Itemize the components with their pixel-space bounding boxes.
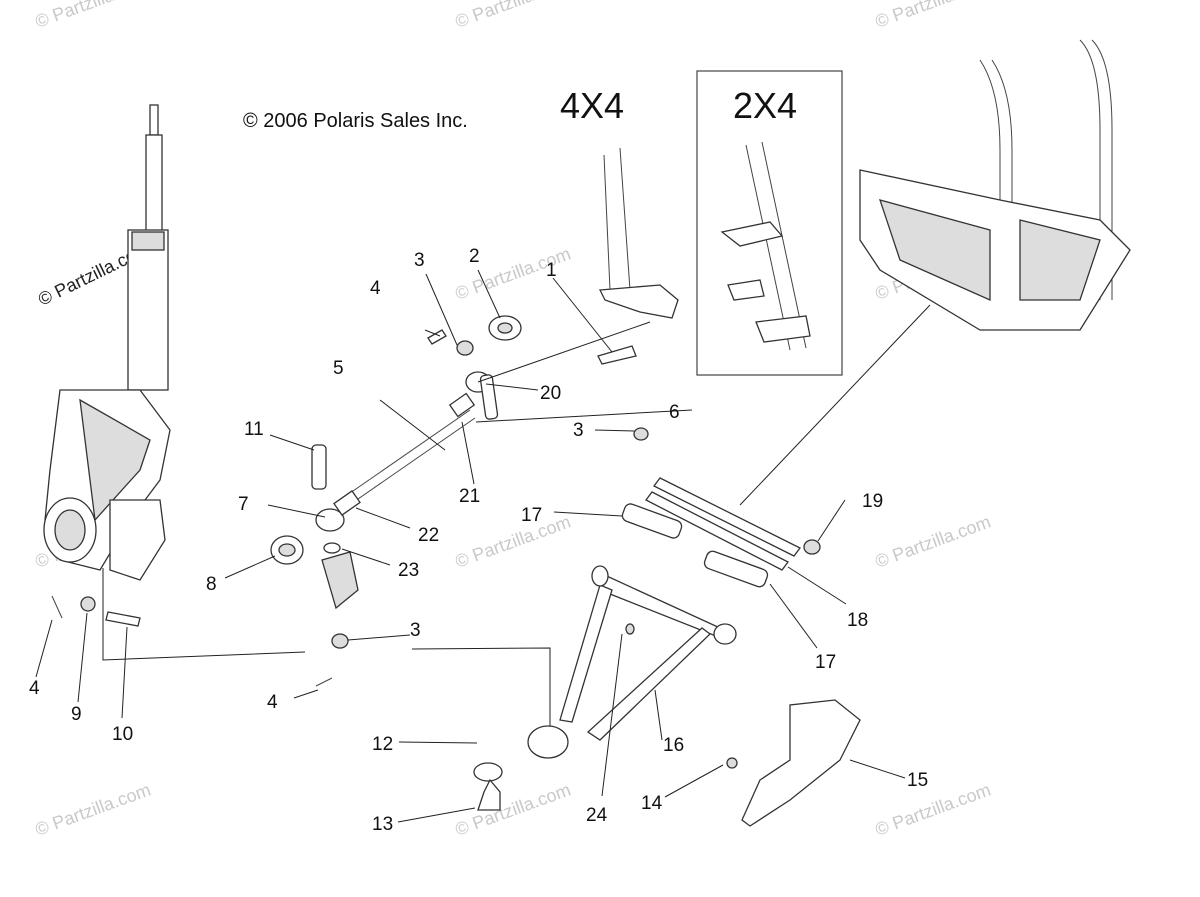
copyright-text: © 2006 Polaris Sales Inc.: [243, 110, 468, 132]
callout-label: 21: [459, 486, 480, 507]
callout-label: 2: [469, 246, 480, 267]
callout-label: 23: [398, 560, 419, 581]
boot-part: [321, 551, 359, 610]
callout-label: 22: [418, 525, 439, 546]
ball-joint-part: [477, 778, 501, 811]
washer-part: [323, 542, 341, 554]
variant-4x4-label: 4X4: [560, 85, 624, 126]
callout-label: 3: [414, 250, 425, 271]
callout-label: 5: [333, 358, 344, 379]
screw-part: [726, 757, 738, 769]
callout-label: 4: [29, 678, 40, 699]
variant-2x4-label: 2X4: [733, 85, 797, 126]
callout-label: 16: [663, 735, 684, 756]
bolt-part: [479, 374, 499, 420]
watermark: © Partzilla.com: [33, 0, 154, 32]
watermark: © Partzilla.com: [873, 511, 994, 571]
cotter-pin-part: [51, 595, 63, 619]
callout-label: 24: [586, 805, 608, 826]
callout-label: 4: [370, 278, 381, 299]
bolt-part: [105, 611, 141, 627]
cotter-pin-part: [315, 677, 333, 687]
watermark: © Partzilla.com: [453, 0, 574, 32]
callout-label: 12: [372, 734, 393, 755]
callout-label: 18: [847, 610, 868, 631]
watermark: © Partzilla.com: [453, 511, 574, 571]
callout-label: 11: [244, 419, 264, 440]
callout-label: 13: [372, 814, 393, 835]
steering-column-2x4: [720, 141, 811, 351]
callout-label: 10: [112, 724, 133, 745]
a-arm: [527, 565, 737, 759]
steering-column-4x4: [598, 147, 679, 319]
watermark: © Partzilla.com: [873, 779, 994, 839]
plate-part: [597, 345, 637, 365]
variant-2x4-inset-box: [696, 70, 843, 376]
bolt-part: [311, 444, 327, 490]
nut-part: [331, 633, 349, 649]
callout-label: 3: [573, 420, 584, 441]
nut-part: [80, 596, 96, 612]
vehicle-frame: [859, 39, 1131, 331]
nut-part: [633, 427, 649, 441]
cotter-pin-part: [427, 329, 447, 345]
tie-rod-assembly: [315, 371, 491, 532]
callout-label: 14: [641, 793, 663, 814]
callout-label: 3: [410, 620, 421, 641]
callout-label: 17: [521, 505, 542, 526]
watermark: © Partzilla.com: [873, 0, 994, 32]
strut-assembly: [43, 104, 171, 581]
watermark: © Partzilla.com: [453, 779, 574, 839]
callout-label: 15: [907, 770, 928, 791]
callout-label: 1: [546, 260, 557, 281]
callout-label: 4: [267, 692, 278, 713]
pivot-shafts: [621, 477, 821, 588]
callout-label: 9: [71, 704, 82, 725]
guard-part: [741, 699, 861, 827]
callout-labels: 1 2 3 3 3 4 4 4 5 6 7 8 9 10 11 12 13 14…: [29, 246, 928, 835]
callout-label: 20: [540, 383, 561, 404]
callout-label: 17: [815, 652, 836, 673]
watermark: © Partzilla.com: [33, 779, 154, 839]
callout-label: 7: [238, 494, 249, 515]
callout-label: 19: [862, 491, 883, 512]
snap-ring-part: [473, 762, 503, 782]
callout-label: 8: [206, 574, 217, 595]
callout-label: 6: [669, 402, 680, 423]
nut-part: [456, 340, 474, 356]
leader-lines: [35, 269, 931, 823]
hardware-parts: [51, 315, 861, 827]
